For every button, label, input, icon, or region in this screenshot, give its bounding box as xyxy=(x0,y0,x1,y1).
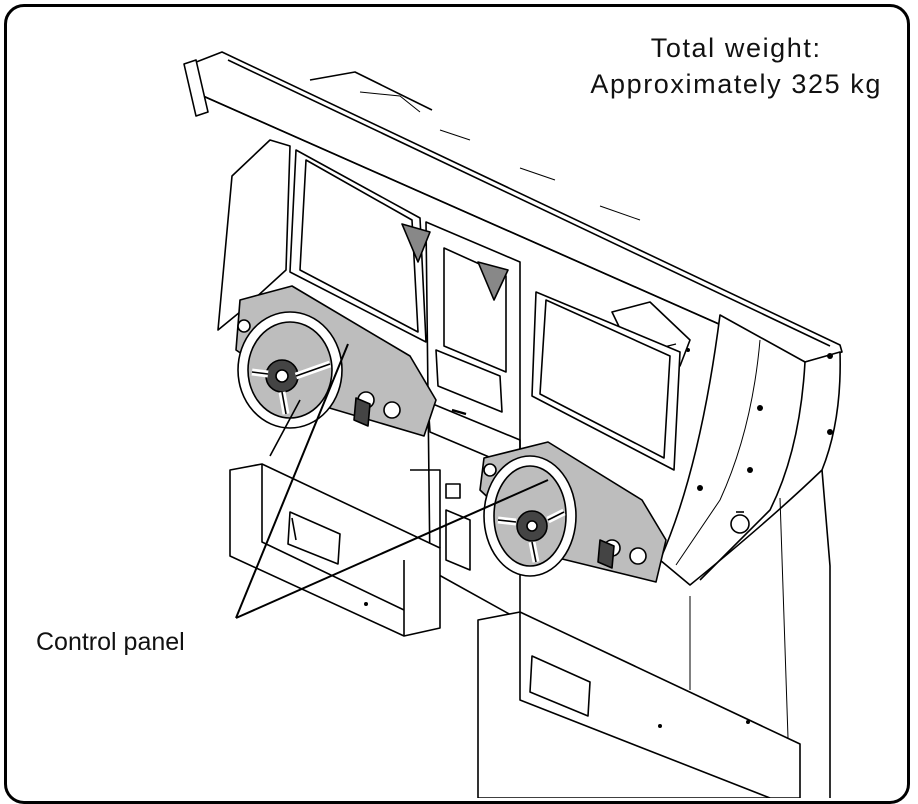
total-weight-label: Total weight: xyxy=(650,33,822,63)
left-base xyxy=(230,400,440,636)
total-weight-value: Approximately 325 kg xyxy=(590,69,882,99)
control-panel-label: Control panel xyxy=(36,628,185,656)
ring-handle xyxy=(731,512,749,533)
top-canopy xyxy=(184,52,842,362)
bolt-dots xyxy=(364,348,833,728)
control-panel-callout-lines xyxy=(236,344,548,618)
right-base xyxy=(478,596,800,798)
cabinet-frame xyxy=(218,140,840,798)
right-screen xyxy=(532,292,680,470)
leader-line-left-panel xyxy=(236,344,348,618)
left-control-panel xyxy=(236,286,436,436)
right-control-panel xyxy=(480,442,666,582)
total-weight-note: Total weight: Approximately 325 kg xyxy=(590,30,882,102)
leader-line-right-panel xyxy=(236,480,548,618)
left-screen xyxy=(290,150,426,342)
